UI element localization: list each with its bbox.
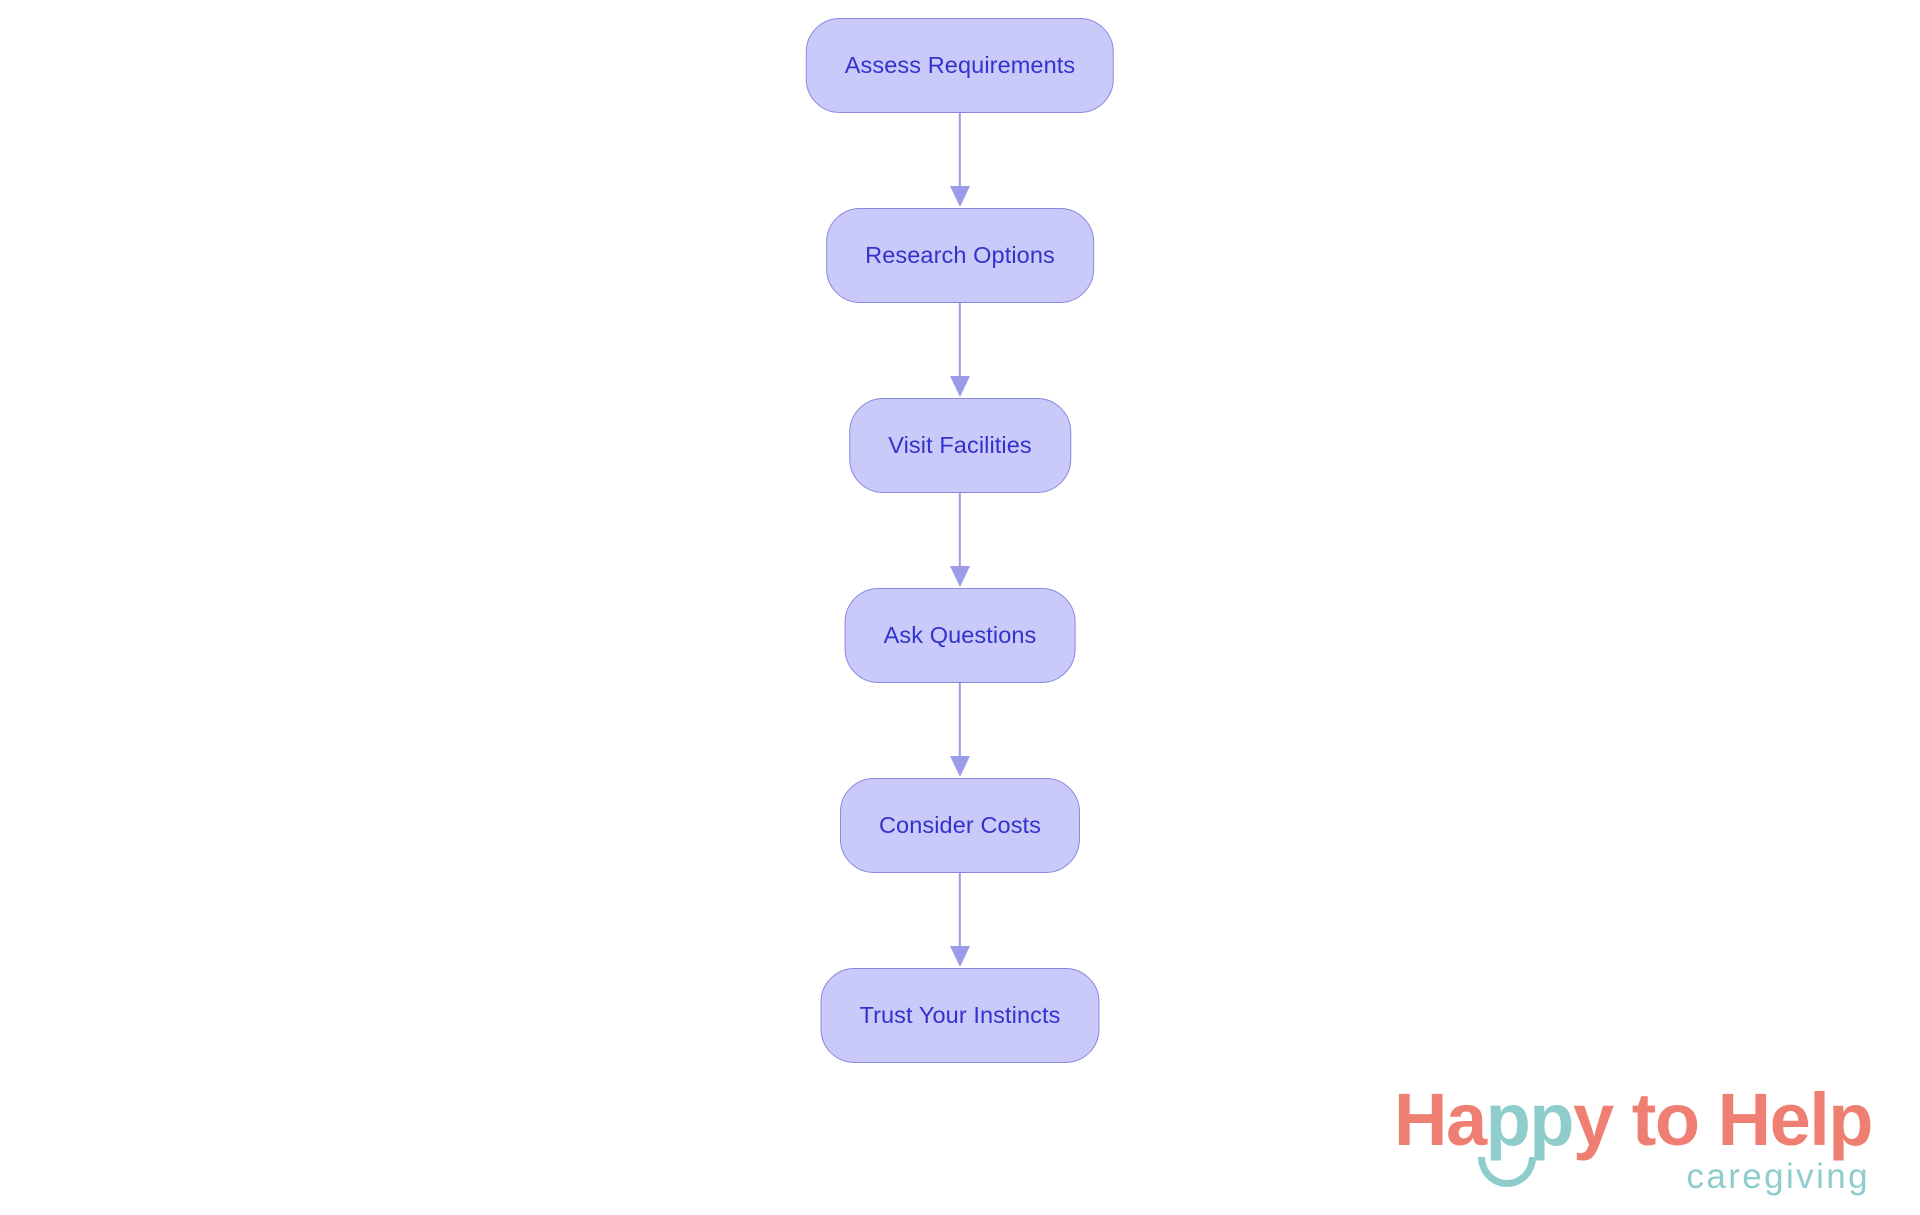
flow-edge-n3-n4 <box>947 683 973 778</box>
flow-edge-n2-n3 <box>947 493 973 588</box>
flow-edge-n0-n1 <box>947 113 973 208</box>
flow-edge-n1-n2 <box>947 303 973 398</box>
brand-logo: Happy to Help caregiving <box>1372 1083 1874 1203</box>
edge-line <box>958 303 962 383</box>
flow-node-label: Research Options <box>865 241 1055 268</box>
flow-node-label: Visit Facilities <box>888 431 1032 458</box>
smile-arc-icon <box>1478 1157 1536 1187</box>
flow-node-assess-requirements[interactable]: Assess Requirements <box>805 18 1115 113</box>
brand-word-to-help: to Help <box>1612 1078 1874 1161</box>
arrow-head-icon <box>950 566 970 587</box>
arrow-head-icon <box>950 376 970 397</box>
edge-line <box>958 493 962 573</box>
edge-line <box>958 683 962 763</box>
flow-node-label: Assess Requirements <box>844 51 1076 78</box>
flow-node-visit-facilities[interactable]: Visit Facilities <box>849 398 1071 493</box>
arrow-head-icon <box>950 946 970 967</box>
brand-word-ha: Ha <box>1394 1078 1487 1161</box>
flow-node-research-options[interactable]: Research Options <box>826 208 1094 303</box>
arrow-head-icon <box>950 186 970 207</box>
brand-subtitle: caregiving <box>1686 1157 1870 1196</box>
flowchart-diagram: Assess Requirements Research Options Vis… <box>805 18 1115 1063</box>
brand-word-y: y <box>1573 1078 1614 1161</box>
brand-wordmark: Happy to Help <box>1394 1083 1874 1157</box>
arrow-head-icon <box>950 756 970 777</box>
flow-node-label: Ask Questions <box>883 621 1037 648</box>
flow-node-consider-costs[interactable]: Consider Costs <box>839 778 1081 873</box>
flow-node-label: Trust Your Instincts <box>859 1001 1061 1028</box>
brand-word-pp: pp <box>1485 1078 1575 1161</box>
edge-line <box>958 873 962 953</box>
flow-node-ask-questions[interactable]: Ask Questions <box>844 588 1076 683</box>
flow-node-trust-your-instincts[interactable]: Trust Your Instincts <box>820 968 1100 1063</box>
edge-line <box>958 113 962 193</box>
flow-node-label: Consider Costs <box>878 811 1042 838</box>
flow-edge-n4-n5 <box>947 873 973 968</box>
